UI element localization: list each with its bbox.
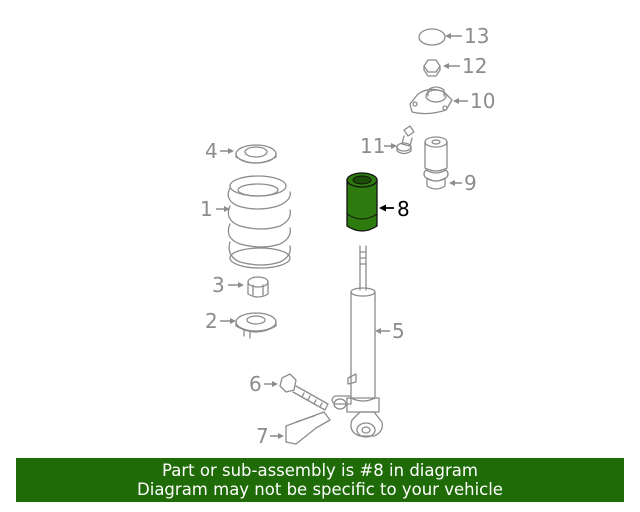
part-2-lower-spring-seat[interactable] (235, 312, 277, 339)
callout-label-5: 5 (392, 319, 405, 343)
callout-label-6: 6 (249, 372, 262, 396)
notice-banner: Part or sub-assembly is #8 in diagram Di… (16, 458, 624, 502)
banner-line-1: Part or sub-assembly is #8 in diagram (162, 461, 478, 480)
callout-label-7: 7 (256, 424, 269, 448)
part-4-spring-seat[interactable] (235, 144, 277, 164)
callout-label-3: 3 (212, 273, 225, 297)
callout-label-8: 8 (397, 197, 410, 221)
part-1-coil-spring[interactable] (227, 175, 291, 269)
part-5-shock-absorber[interactable] (331, 245, 383, 438)
part-6-bolt[interactable] (279, 373, 329, 411)
part-10-upper-mount[interactable] (409, 86, 453, 115)
suspension-parts-diagram: 13 12 10 11 9 (200, 24, 495, 448)
callout-label-1: 1 (200, 197, 213, 221)
part-7-bracket[interactable] (285, 411, 331, 445)
part-12-nut[interactable] (423, 59, 441, 77)
part-3-bushing[interactable] (247, 276, 269, 298)
callout-label-4: 4 (205, 139, 218, 163)
callout-label-11: 11 (360, 134, 385, 158)
part-8-dust-boot[interactable] (346, 172, 378, 232)
callout-label-9: 9 (464, 171, 477, 195)
part-11-bolt[interactable] (396, 125, 415, 155)
callout-label-12: 12 (462, 54, 487, 78)
banner-line-2: Diagram may not be specific to your vehi… (137, 480, 503, 499)
callout-label-13: 13 (464, 24, 489, 48)
part-9-bump-stop[interactable] (423, 136, 449, 190)
part-13-cap[interactable] (418, 28, 446, 46)
callout-label-2: 2 (205, 309, 218, 333)
callout-label-10: 10 (470, 89, 495, 113)
